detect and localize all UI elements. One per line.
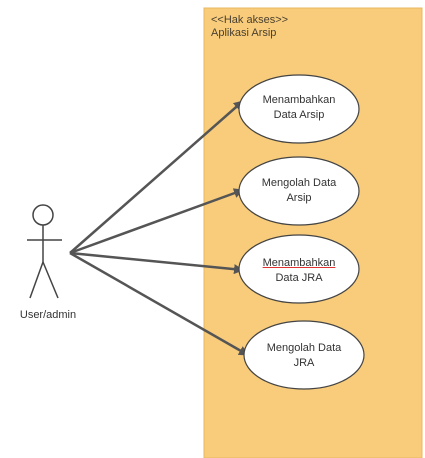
actor-head <box>32 204 54 226</box>
use-case-1-line2: Data Arsip <box>273 109 325 121</box>
use-case-2: Mengolah Data Arsip <box>244 176 354 206</box>
assoc-line-3 <box>69 251 244 275</box>
use-case-4-line1: Mengolah Data <box>266 342 342 354</box>
assoc-line-4 <box>69 251 249 357</box>
use-case-1-line1: Menambahkan <box>262 94 336 106</box>
assoc-line-1 <box>69 100 244 254</box>
use-case-4-line2: JRA <box>293 357 315 369</box>
use-case-3-line1: Menambahkan <box>262 257 336 269</box>
actor-figure <box>27 204 62 299</box>
actor-label: User/admin <box>19 309 77 321</box>
system-name: Aplikasi Arsip <box>211 27 277 39</box>
use-case-4: Mengolah Data JRA <box>249 341 359 371</box>
use-case-1: Menambahkan Data Arsip <box>244 93 354 123</box>
actor-right-leg <box>42 261 59 299</box>
system-stereotype: <<Hak akses>> <box>211 14 289 26</box>
assoc-line-2 <box>69 188 244 255</box>
use-case-ellipse-3 <box>238 234 360 304</box>
use-case-3-line2: Data JRA <box>275 272 323 284</box>
use-case-3: Menambahkan Data JRA <box>244 256 354 286</box>
use-case-ellipse-2 <box>238 156 360 226</box>
use-case-2-line1: Mengolah Data <box>261 177 337 189</box>
use-case-ellipse-4 <box>243 320 365 390</box>
use-case-ellipse-1 <box>238 74 360 144</box>
actor-left-leg <box>29 261 44 299</box>
use-case-2-line2: Arsip <box>286 192 312 204</box>
